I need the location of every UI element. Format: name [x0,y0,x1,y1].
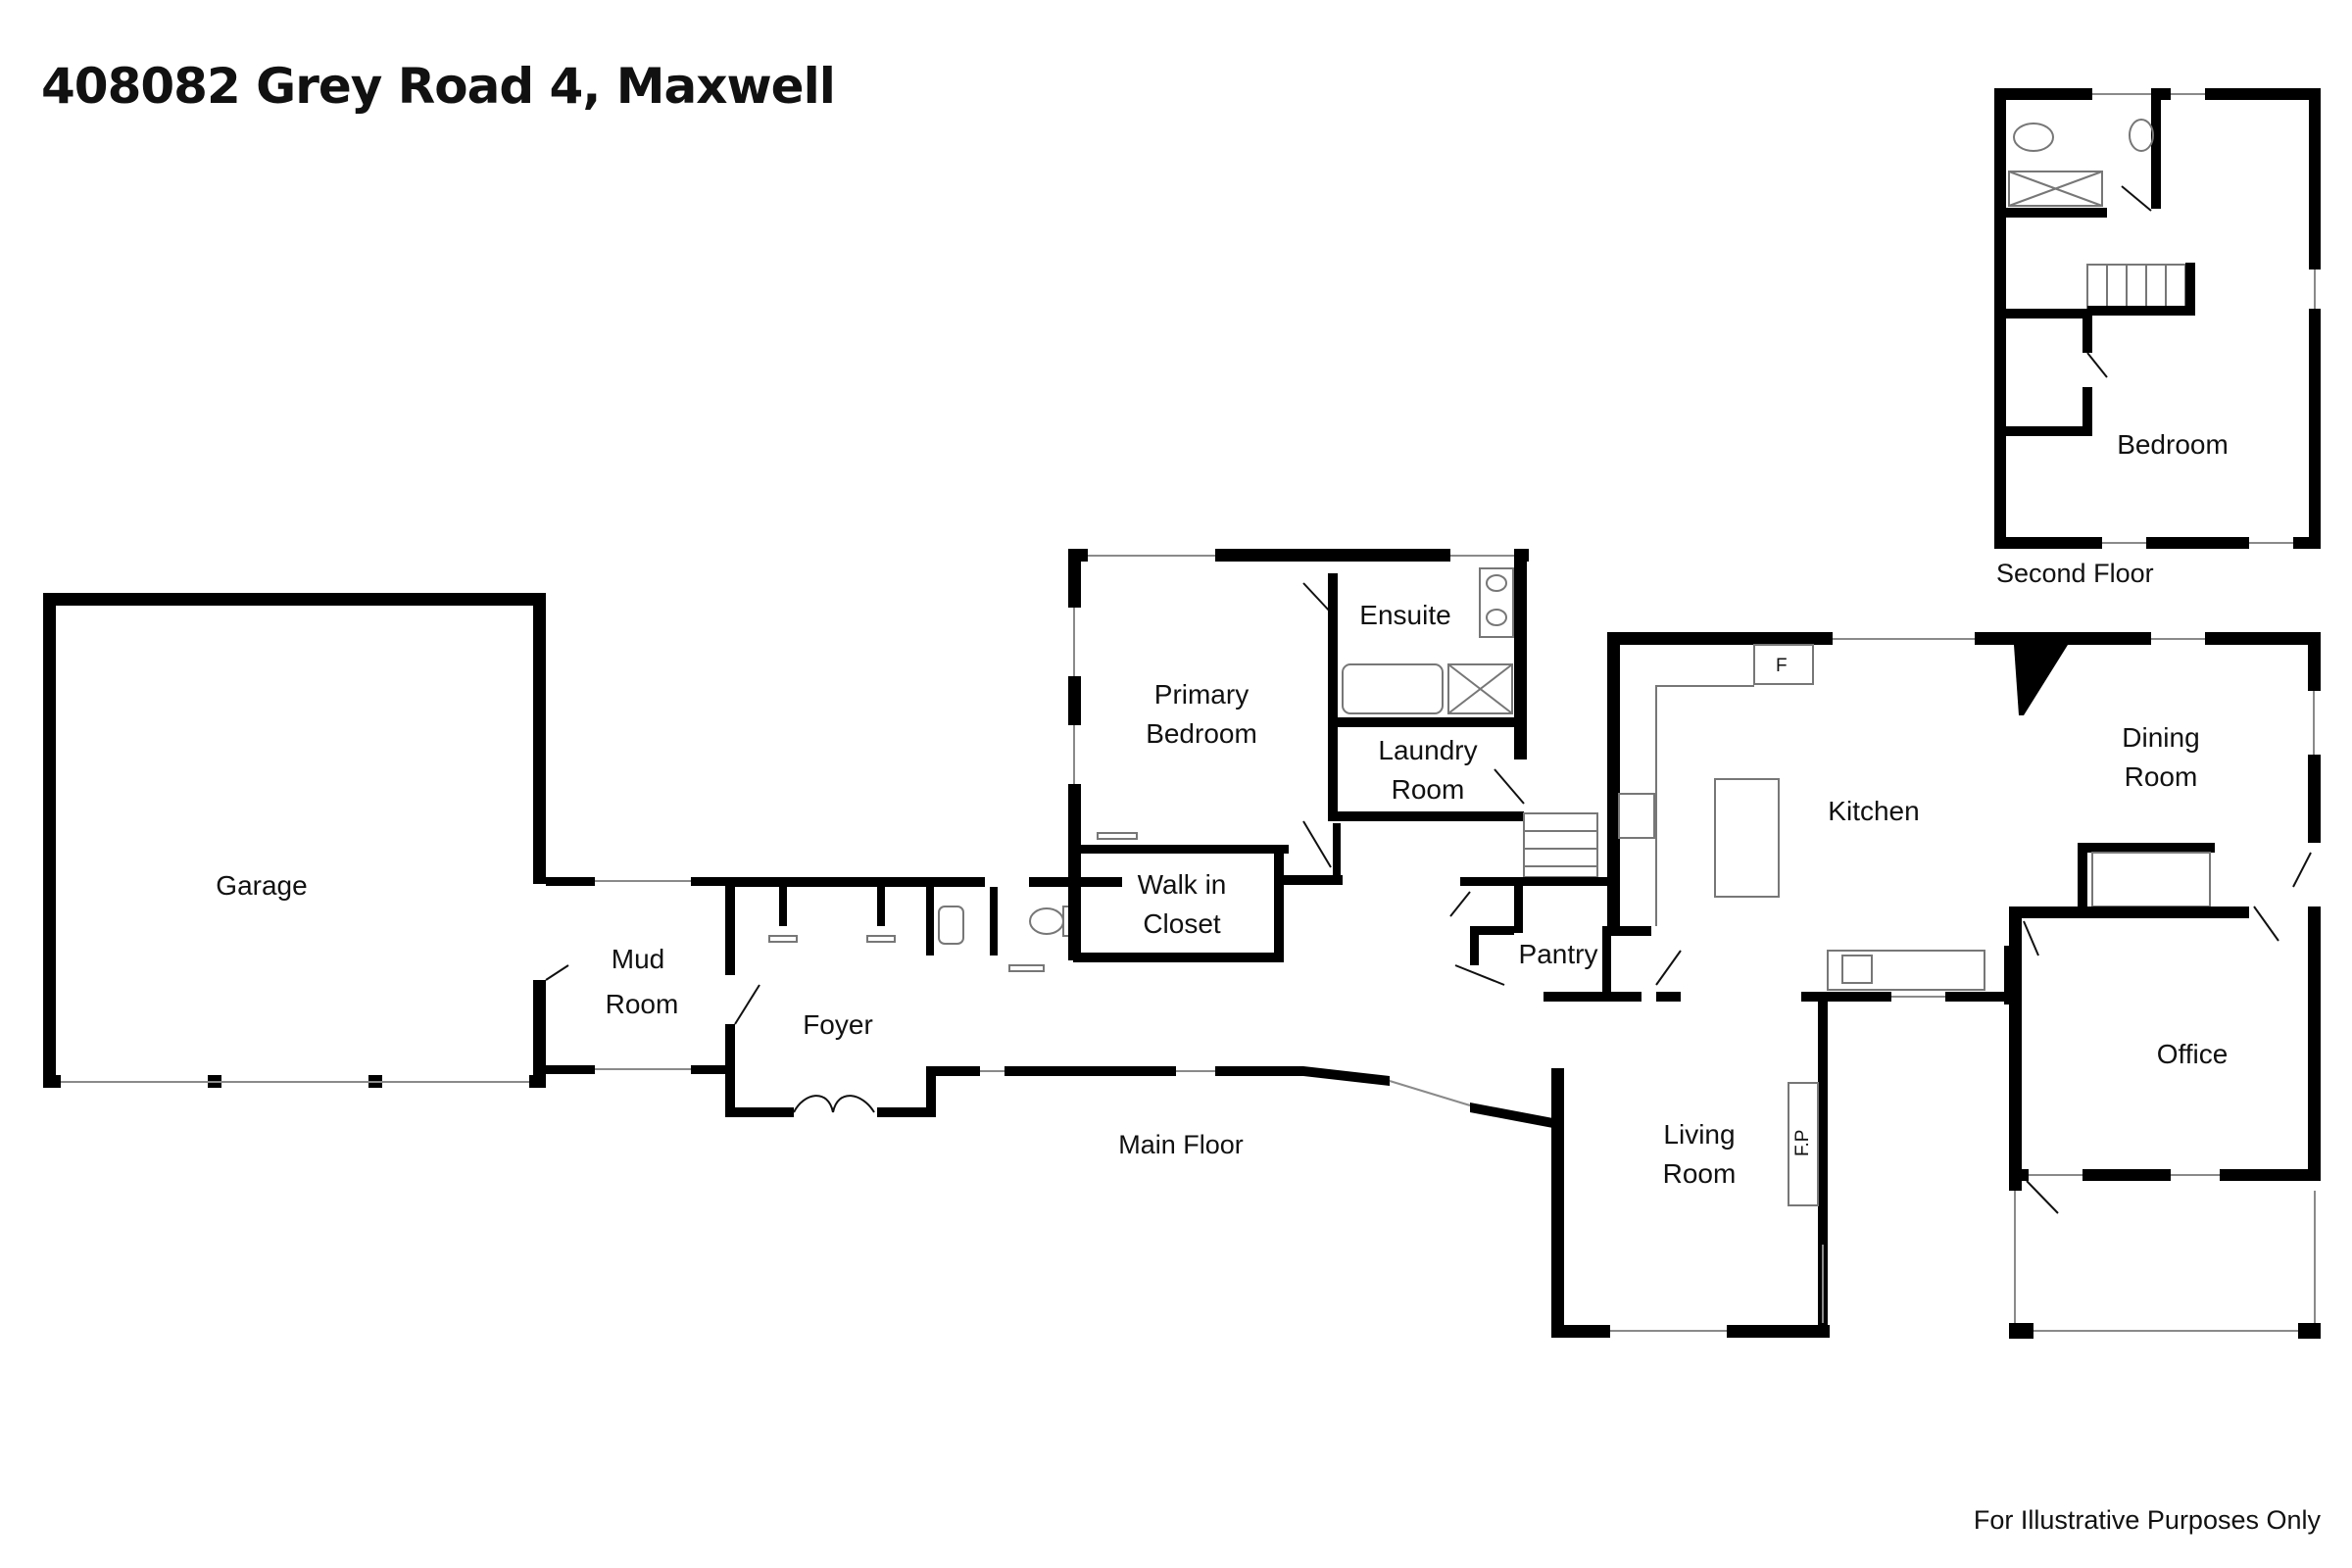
second-floor-caption: Second Floor [1996,559,2154,588]
walk-in-closet-label-1: Walk in [1138,869,1227,900]
dining-room-label-1: Dining [2122,722,2199,753]
living-room-label-2: Room [1663,1158,1737,1189]
laundry-room-label-2: Room [1392,774,1465,805]
bedroom-label: Bedroom [2117,429,2229,460]
laundry-room-label-1: Laundry [1378,735,1477,765]
garage-walls [43,593,546,1088]
kitchen-label: Kitchen [1828,796,1919,826]
primary-bedroom-label-1: Primary [1154,679,1249,710]
room-labels: Garage Mud Room Foyer Primary Bedroom Wa… [216,429,2229,1189]
pantry-door [1449,891,1471,917]
primary-bedroom-walls [1068,549,1431,960]
mud-room-label-2: Room [606,989,679,1019]
garage-label: Garage [216,870,307,901]
mud-room-label-1: Mud [612,944,664,974]
disclaimer: For Illustrative Purposes Only [1974,1505,2322,1535]
front-door-left [793,1095,834,1113]
living-room-label-1: Living [1663,1119,1735,1150]
office-walls [2009,906,2321,1339]
front-door-right [832,1095,875,1113]
second-floor-walls [1994,88,2321,549]
foyer-label: Foyer [803,1009,873,1040]
page-title: 408082 Grey Road 4, Maxwell [41,58,835,115]
mud-room-walls [545,877,735,1074]
office-door [2253,906,2279,942]
main-floor-caption: Main Floor [1118,1130,1244,1159]
kitchen-walls: F [1607,632,2321,942]
foyer-walls [725,877,1558,1129]
dining-room-label-2: Room [2125,761,2198,792]
hall-door [1302,820,1332,868]
primary-bedroom-label-2: Bedroom [1146,718,1257,749]
fridge-label: F [1776,656,1788,676]
walk-in-closet-walls [1073,823,1343,962]
mud-room-door [545,964,569,981]
living-room-walls: F.P [1551,946,2014,1338]
ensuite-label: Ensuite [1359,600,1450,630]
pantry-label: Pantry [1519,939,1598,969]
pantry-walls [1449,812,1682,1002]
walk-in-closet-label-2: Closet [1143,908,1221,939]
primary-bedroom-door [1302,582,1332,613]
fireplace-label: F.P [1792,1130,1813,1156]
laundry-door [1494,768,1525,805]
ensuite-walls [1328,549,1529,821]
office-label: Office [2157,1039,2229,1069]
foyer-door [734,984,760,1025]
dining-door [2292,852,2312,888]
